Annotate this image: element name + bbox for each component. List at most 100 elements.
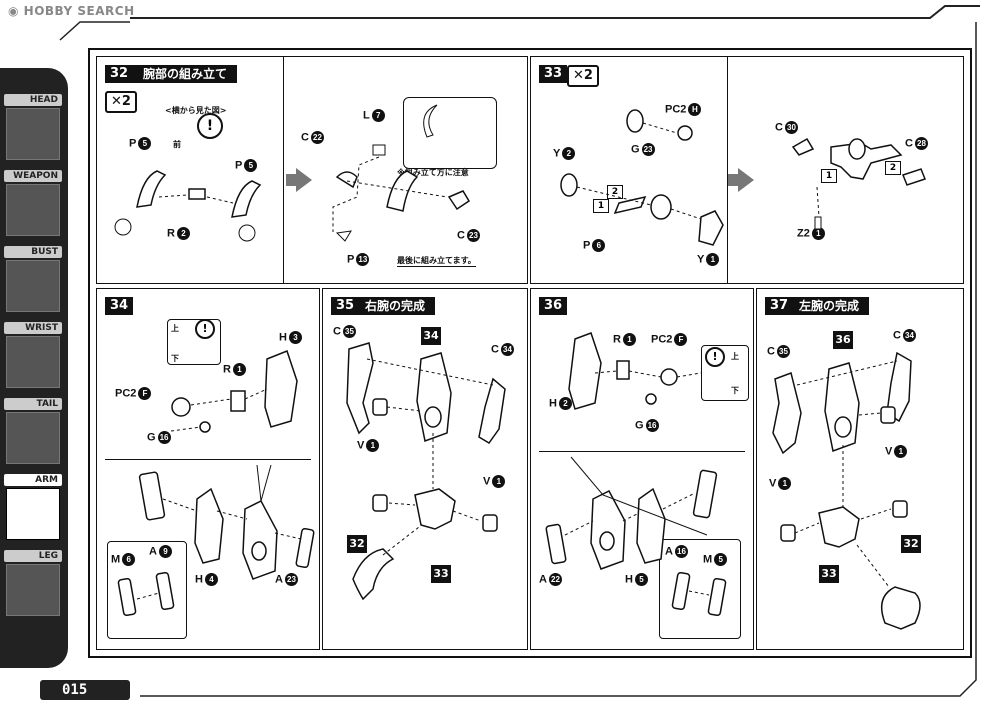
step-ref-33: 33 <box>431 565 451 583</box>
step-ref-32: 32 <box>347 535 367 553</box>
step-ref-32: 32 <box>901 535 921 553</box>
callout-1: 1 <box>821 169 837 183</box>
divider <box>105 459 311 460</box>
orientation-callout <box>167 319 221 365</box>
sidebar-item-label: HEAD <box>4 94 62 106</box>
part-letter: H <box>549 397 557 410</box>
part-number-badge: 6 <box>122 553 136 566</box>
step-number: 34 <box>105 297 133 315</box>
part-letter: C <box>333 325 341 338</box>
part-letter: V <box>885 445 893 458</box>
orientation-callout <box>701 345 749 401</box>
top-label: 上 <box>731 352 739 361</box>
caution-icon: ! <box>197 113 223 139</box>
step-37-drawing <box>772 351 921 630</box>
step-number: 37 <box>765 297 793 315</box>
part-letter: R <box>223 363 231 376</box>
caution-icon: ! <box>195 319 215 339</box>
assembly-note: ※組み立て方に注意 <box>397 168 469 177</box>
part-number-badge: 4 <box>204 573 218 586</box>
part-letter: C <box>905 137 913 150</box>
part-number-badge: 16 <box>157 431 171 444</box>
part-number-badge: 34 <box>902 329 916 342</box>
step-number: 32 <box>105 65 133 83</box>
step-36-drawing <box>545 332 727 617</box>
sidebar-item-label: BUST <box>4 246 62 258</box>
sidebar: HEAD WEAPON BUST WRIST TAIL ARM LEG <box>0 68 68 668</box>
sidebar-item-arm[interactable]: ARM <box>4 474 62 544</box>
part-number-badge: 5 <box>244 159 258 172</box>
part-letter: A <box>539 573 547 586</box>
callout-2: 2 <box>607 185 623 199</box>
step-ref-33: 33 <box>819 565 839 583</box>
part-letter: L <box>363 109 370 122</box>
part-number-badge: 2 <box>562 147 576 160</box>
step-ref-36: 36 <box>833 331 853 349</box>
next-arrow-icon <box>728 168 754 192</box>
step-number: 33 <box>539 65 567 83</box>
sidebar-item-label: WRIST <box>4 322 62 334</box>
step-35-drawing <box>346 342 506 601</box>
sidebar-item-bust[interactable]: BUST <box>4 246 62 316</box>
callout-2: 2 <box>885 161 901 175</box>
part-number-badge: 16 <box>674 545 688 558</box>
part-number-badge: 5 <box>138 137 152 150</box>
part-letter: G <box>147 431 156 444</box>
part-number-badge: 28 <box>914 137 928 150</box>
sidebar-item-head[interactable]: HEAD <box>4 94 62 164</box>
step-title: 右腕の完成 <box>355 297 436 315</box>
divider <box>727 57 728 283</box>
divider <box>539 451 745 452</box>
sidebar-item-label: WEAPON <box>4 170 62 182</box>
part-letter: P <box>129 137 137 150</box>
part-letter: Y <box>553 147 561 160</box>
part-number-badge: F <box>674 333 688 346</box>
part-letter: R <box>167 227 175 240</box>
part-letter: C <box>893 329 901 342</box>
sidebar-item-wrist[interactable]: WRIST <box>4 322 62 392</box>
divider <box>283 57 284 283</box>
step-33-drawing <box>560 109 926 246</box>
part-letter: M <box>111 553 121 566</box>
part-number-badge: 13 <box>356 253 370 266</box>
part-letter: P <box>583 239 591 252</box>
sidebar-item-label: TAIL <box>4 398 62 410</box>
part-number-badge: 6 <box>592 239 606 252</box>
part-letter: C <box>491 343 499 356</box>
sidebar-item-leg[interactable]: LEG <box>4 550 62 620</box>
sidebar-item-tail[interactable]: TAIL <box>4 398 62 468</box>
step-title: 腕部の組み立て <box>133 65 238 83</box>
part-number-badge: 30 <box>784 121 798 134</box>
part-number-badge: 7 <box>371 109 385 122</box>
top-frame: ◉ HOBBY SEARCH <box>0 0 990 40</box>
part-letter: PC2 <box>651 333 673 346</box>
step-34-drawing <box>117 350 315 617</box>
step-number: 35 <box>331 297 359 315</box>
bust-thumbnail <box>6 260 60 312</box>
quantity-badge: ✕2 <box>567 65 599 87</box>
sidebar-item-weapon[interactable]: WEAPON <box>4 170 62 240</box>
part-letter: G <box>631 143 640 156</box>
part-number-badge: 23 <box>641 143 655 156</box>
